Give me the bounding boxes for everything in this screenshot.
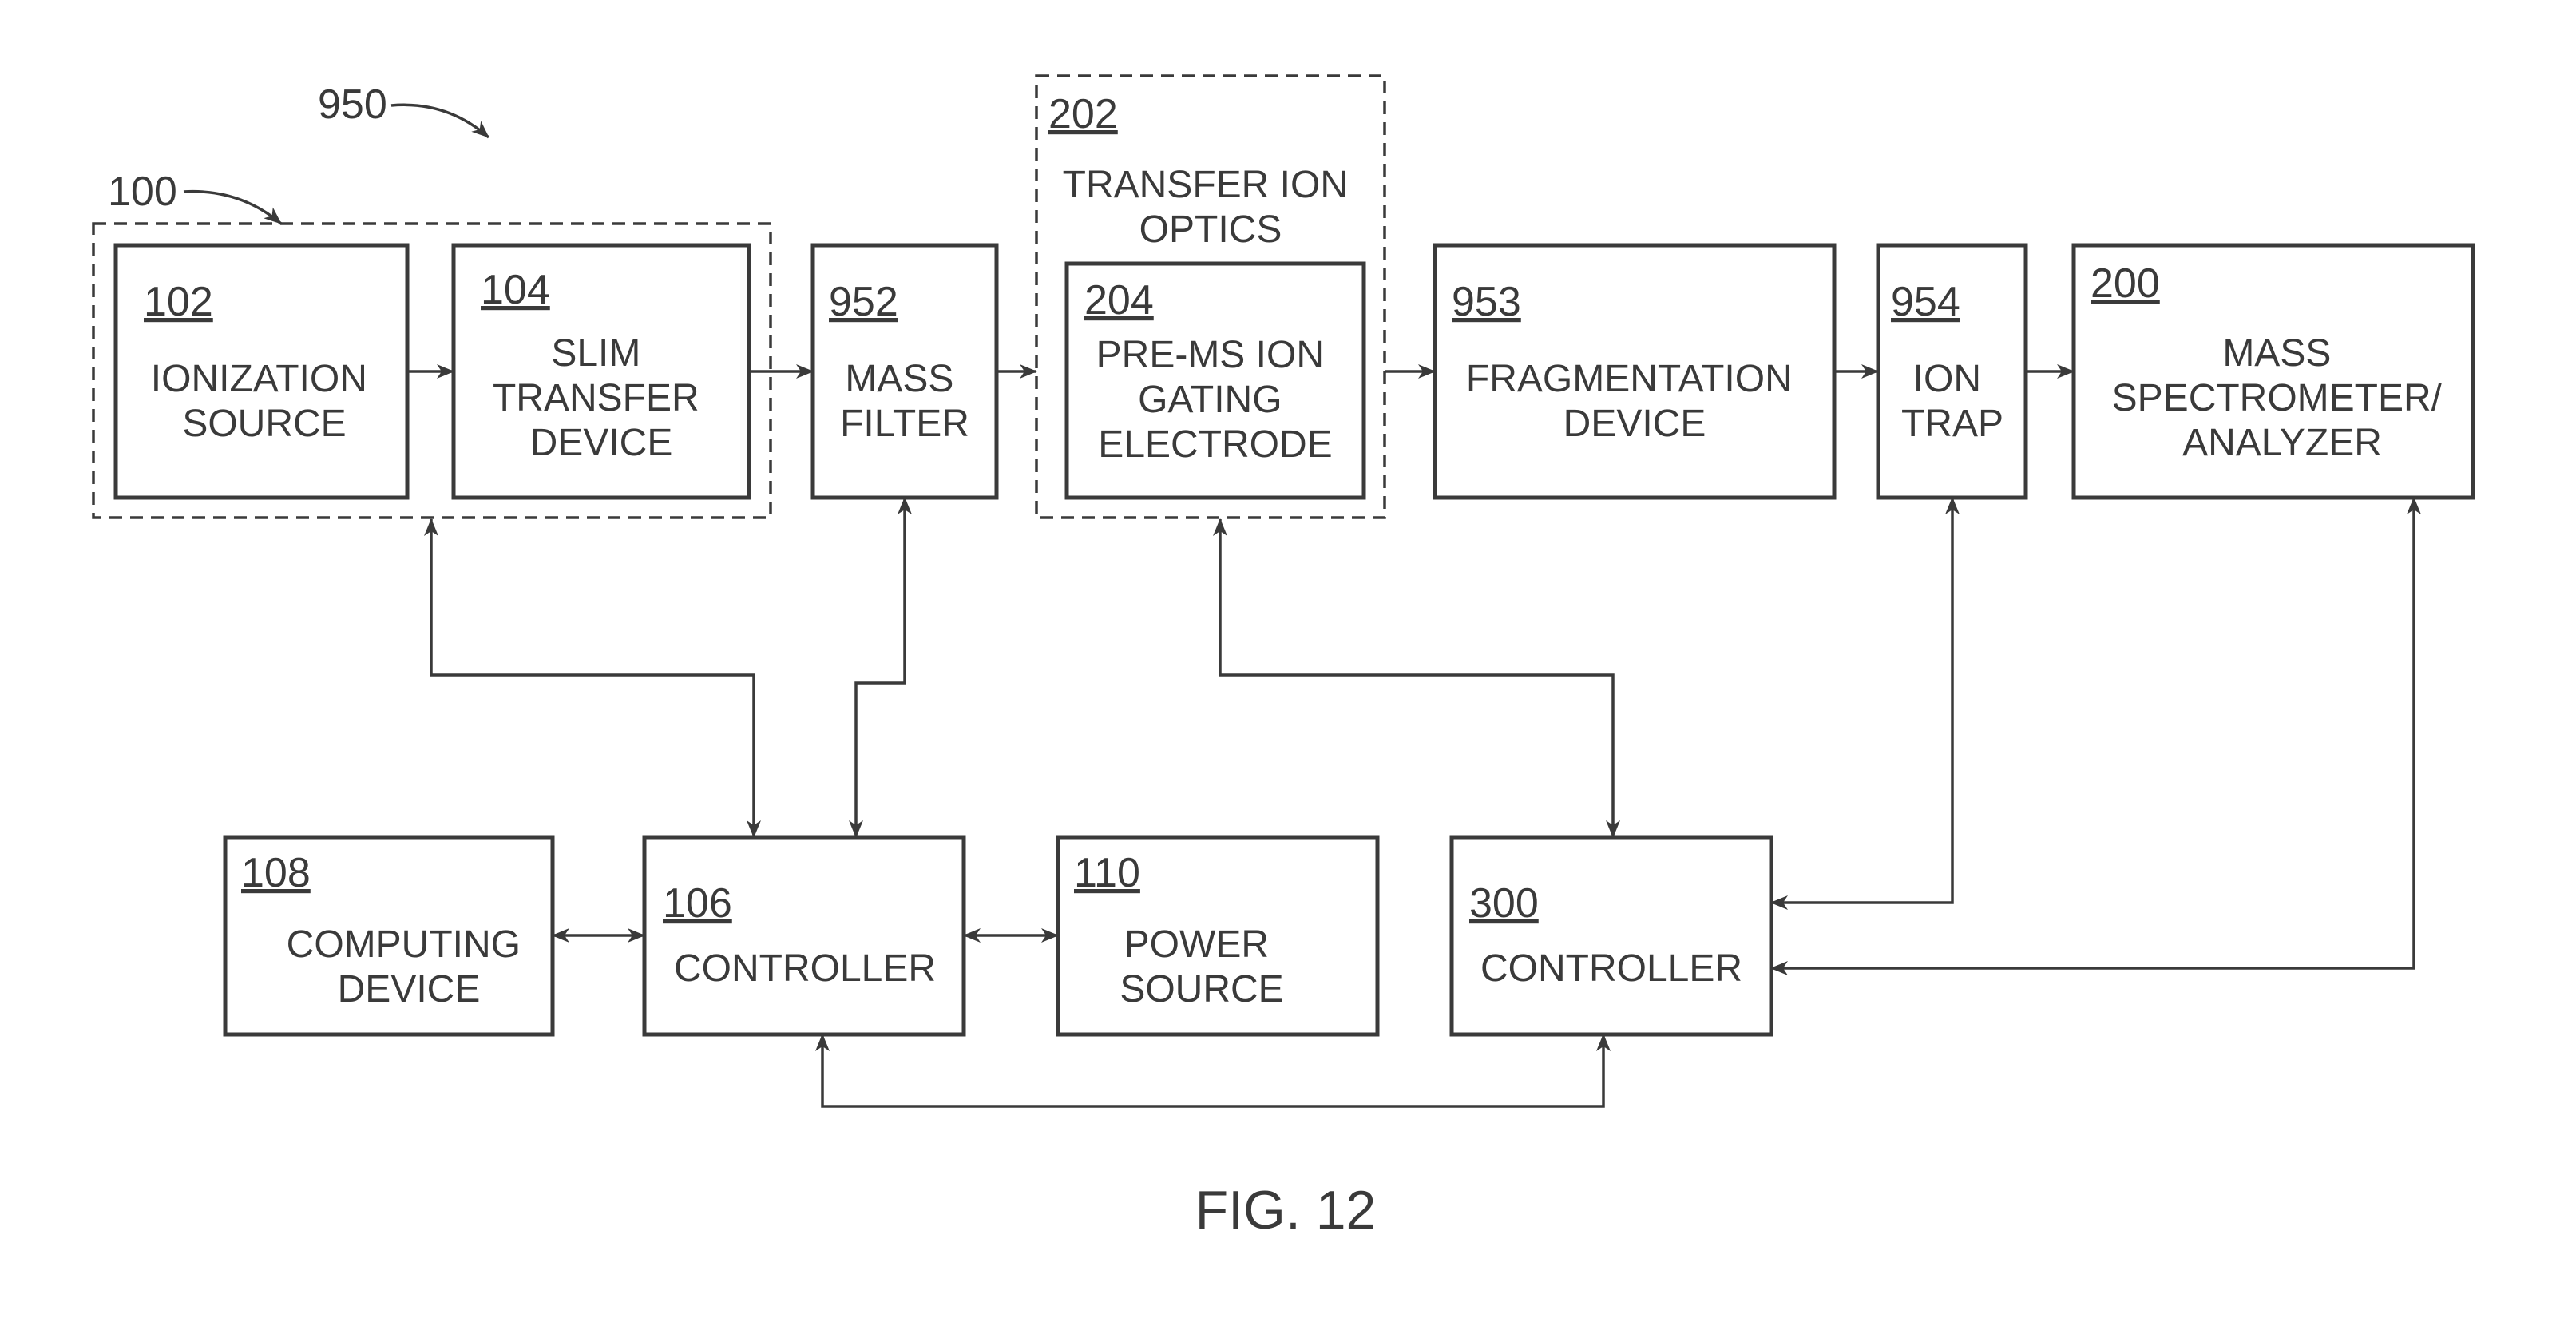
slim-transfer-device-line-3: DEVICE	[530, 422, 673, 464]
mass-filter-line-2: FILTER	[840, 403, 969, 445]
mass-spectrometer-label: MASS SPECTROMETER/ ANALYZER	[2112, 332, 2453, 464]
pre-ms-ion-gating-electrode-block: 204 PRE-MS ION GATING ELECTRODE	[1064, 261, 1366, 500]
computing-device-line-1: COMPUTING	[287, 923, 521, 966]
group-ref-pointer	[183, 189, 283, 225]
mass-spectrometer-line-2: SPECTROMETER/	[2112, 377, 2443, 419]
system-ref-pointer	[390, 103, 490, 139]
link-source-group-to-controller-106	[424, 518, 761, 838]
ion-trap-line-2: TRAP	[1901, 403, 2003, 445]
computing-device-block: 108 COMPUTING DEVICE	[223, 835, 555, 1037]
ion-trap-block: 954 ION TRAP	[1876, 243, 2028, 500]
pre-ms-ion-gating-electrode-ref: 204	[1084, 277, 1154, 324]
transfer-ion-optics-ref: 202	[1048, 91, 1118, 137]
mass-spectrometer-line-1: MASS	[2222, 332, 2331, 375]
ion-trap-ref: 954	[1891, 279, 1960, 325]
mass-filter-line-1: MASS	[845, 358, 953, 400]
fragmentation-device-label: FRAGMENTATION DEVICE	[1466, 358, 1803, 445]
ionization-source-line-2: SOURCE	[182, 403, 346, 445]
power-source-label: POWER SOURCE	[1120, 923, 1283, 1010]
controller-300-line-1: CONTROLLER	[1480, 947, 1742, 990]
computing-device-line-2: DEVICE	[338, 968, 481, 1010]
pre-ms-line-2: GATING	[1138, 379, 1282, 421]
fragmentation-device-line-1: FRAGMENTATION	[1466, 358, 1793, 400]
slim-transfer-device-ref: 104	[481, 267, 550, 313]
transfer-ion-optics-label: TRANSFER ION OPTICS	[1063, 164, 1359, 251]
ion-trap-line-1: ION	[1913, 358, 1981, 400]
controller-106-ref: 106	[663, 880, 732, 927]
link-gating-electrode-to-controller-300	[1213, 518, 1620, 838]
figure-caption: FIG. 12	[1195, 1180, 1377, 1241]
slim-transfer-device-line-1: SLIM	[551, 332, 640, 375]
pre-ms-line-3: ELECTRODE	[1098, 423, 1332, 466]
controller-300-ref: 300	[1469, 880, 1539, 927]
controller-106-block: 106 CONTROLLER	[642, 835, 966, 1037]
ionization-source-label: IONIZATION SOURCE	[151, 358, 378, 445]
mass-filter-block: 952 MASS FILTER	[810, 243, 999, 500]
slim-transfer-device-block: 104 SLIM TRANSFER DEVICE	[451, 243, 751, 500]
ionization-source-block: 102 IONIZATION SOURCE	[113, 243, 410, 500]
controller-106-line-1: CONTROLLER	[674, 947, 936, 990]
mass-filter-label: MASS FILTER	[840, 358, 969, 445]
controller-300-label: CONTROLLER	[1480, 947, 1742, 990]
transfer-ion-optics-line-2: OPTICS	[1139, 208, 1282, 251]
pre-ms-line-1: PRE-MS ION	[1096, 334, 1324, 376]
mass-spectrometer-block: 200 MASS SPECTROMETER/ ANALYZER	[2071, 243, 2475, 500]
ionization-source-ref: 102	[144, 279, 213, 325]
ionization-source-line-1: IONIZATION	[151, 358, 367, 400]
mass-spectrometer-line-3: ANALYZER	[2182, 422, 2382, 464]
link-mass-filter-to-controller-106	[849, 497, 912, 838]
transfer-ion-optics-group	[1035, 74, 1386, 519]
controller-106-label: CONTROLLER	[674, 947, 936, 990]
link-mass-spec-to-controller-300	[1770, 497, 2421, 975]
fragmentation-device-block: 953 FRAGMENTATION DEVICE	[1433, 243, 1837, 500]
pre-ms-ion-gating-electrode-label: PRE-MS ION GATING ELECTRODE	[1096, 334, 1335, 466]
mass-spectrometer-ref: 200	[2091, 260, 2160, 307]
power-source-line-2: SOURCE	[1120, 968, 1283, 1010]
slim-transfer-device-line-2: TRANSFER	[493, 377, 699, 419]
controller-300-block: 300 CONTROLLER	[1449, 835, 1773, 1037]
power-source-line-1: POWER	[1124, 923, 1269, 966]
transfer-ion-optics-line-1: TRANSFER ION	[1063, 164, 1348, 206]
group-ref-label: 100	[108, 169, 177, 215]
source-transfer-group	[92, 222, 772, 519]
computing-device-ref: 108	[241, 850, 311, 896]
system-ref-label: 950	[318, 81, 387, 128]
fragmentation-device-ref: 953	[1452, 279, 1521, 325]
computing-device-label: COMPUTING DEVICE	[287, 923, 532, 1010]
link-ion-trap-to-controller-300	[1770, 497, 1960, 910]
power-source-block: 110 POWER SOURCE	[1056, 835, 1380, 1037]
link-controller-106-to-controller-300	[815, 1034, 1611, 1108]
slim-transfer-device-label: SLIM TRANSFER DEVICE	[493, 332, 710, 464]
ion-trap-label: ION TRAP	[1901, 358, 2003, 445]
mass-filter-ref: 952	[829, 279, 898, 325]
fragmentation-device-line-2: DEVICE	[1563, 403, 1706, 445]
power-source-ref: 110	[1074, 850, 1140, 896]
